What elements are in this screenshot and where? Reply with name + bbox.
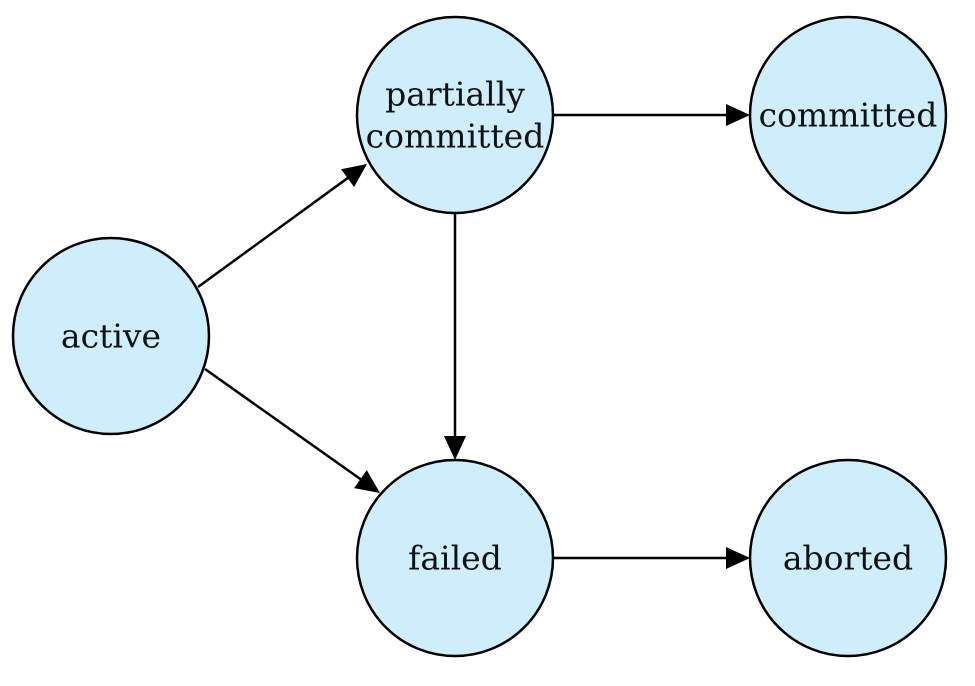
state-label: failed [408, 539, 502, 578]
edge-partially-committed-to-committed [553, 104, 750, 126]
edge-line [204, 367, 363, 482]
state-label: committed [366, 117, 545, 156]
arrowhead [726, 104, 750, 126]
edge-failed-to-aborted [553, 547, 750, 569]
arrowhead [444, 436, 466, 460]
state-label: aborted [783, 539, 913, 578]
edge-partially-committed-to-failed [444, 213, 466, 460]
state-node-aborted: aborted [748, 458, 948, 658]
state-circle [748, 458, 948, 658]
state-node-active: active [11, 236, 211, 436]
edges-layer [197, 104, 750, 569]
arrowhead [341, 164, 367, 187]
state-circle [11, 236, 211, 436]
edge-line [197, 175, 350, 289]
state-circle [355, 15, 555, 215]
state-circle [748, 15, 948, 215]
state-node-committed: committed [748, 15, 948, 215]
edge-active-to-failed [204, 367, 380, 493]
state-label: active [61, 317, 161, 356]
state-label: committed [759, 96, 938, 135]
state-circle [355, 458, 555, 658]
arrowhead [354, 470, 380, 493]
state-node-failed: failed [355, 458, 555, 658]
edge-active-to-partially-committed [197, 164, 367, 289]
arrowhead [726, 547, 750, 569]
state-label: partially [385, 75, 525, 114]
